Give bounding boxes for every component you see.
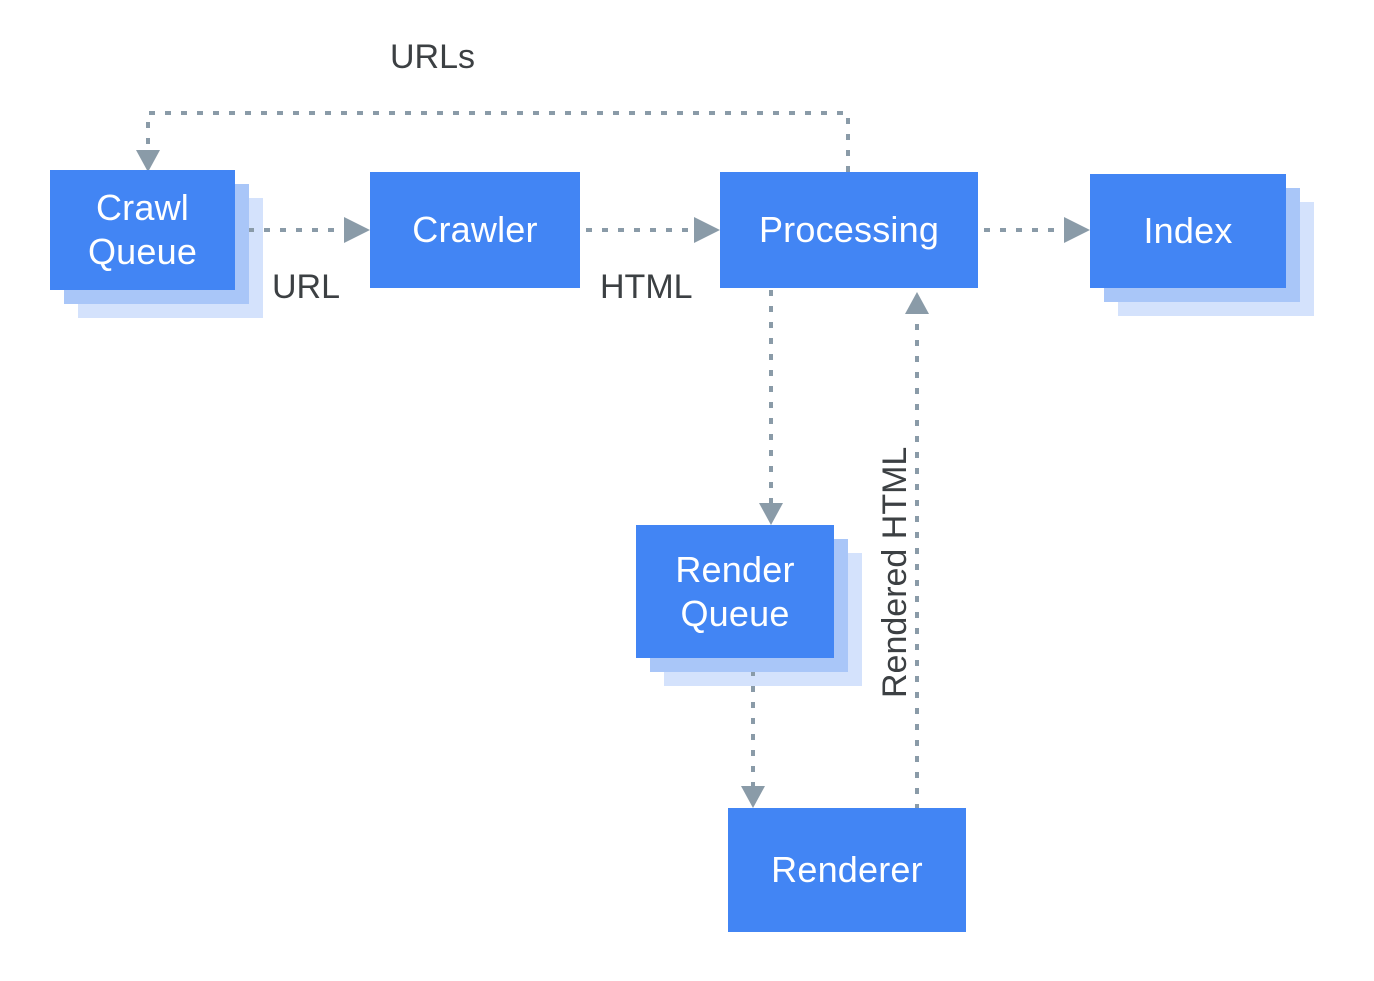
edge-url-arrowhead (344, 217, 370, 243)
edge-label-url: URL (272, 268, 341, 306)
index-face: Index (1090, 174, 1286, 288)
crawler-label: Crawler (412, 209, 538, 251)
edge-html-arrowhead (694, 217, 720, 243)
processing-face: Processing (720, 172, 978, 288)
render-queue-face: Render Queue (636, 525, 834, 658)
node-renderer[interactable]: Renderer (728, 808, 966, 932)
renderer-label: Renderer (771, 849, 923, 891)
processing-label: Processing (758, 209, 940, 251)
crawl-queue-face: Crawl Queue (50, 170, 235, 290)
edge-to-render-queue-arrowhead (759, 503, 783, 525)
node-processing[interactable]: Processing (720, 172, 978, 288)
edge-to-renderer-arrowhead (741, 786, 765, 808)
node-index[interactable]: Index (1090, 174, 1314, 316)
edge-label-html: HTML (600, 268, 693, 306)
edge-label-rendered-html: Rendered HTML (876, 446, 914, 698)
edge-label-urls: URLs (390, 38, 476, 76)
render-queue-label: Render Queue (675, 548, 795, 634)
node-crawl-queue[interactable]: Crawl Queue (50, 170, 263, 318)
edge-urls-line (146, 111, 850, 172)
index-label: Index (1143, 210, 1233, 252)
edge-urls-arrowhead (136, 150, 160, 172)
edge-rendered-html-arrowhead (905, 292, 929, 314)
node-crawler[interactable]: Crawler (370, 172, 580, 288)
node-render-queue[interactable]: Render Queue (636, 525, 862, 686)
crawl-queue-label: Crawl Queue (87, 187, 198, 272)
crawler-face: Crawler (370, 172, 580, 288)
edge-index-arrowhead (1064, 217, 1090, 243)
renderer-face: Renderer (728, 808, 966, 932)
